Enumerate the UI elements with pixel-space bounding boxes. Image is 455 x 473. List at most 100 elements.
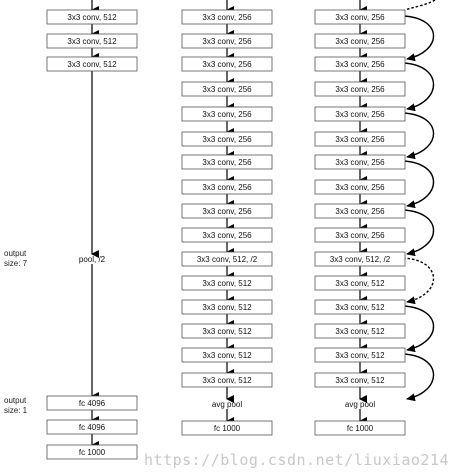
layer-label-3x3-conv-256: 3x3 conv, 256 bbox=[202, 231, 252, 240]
layer-box-fc-1000 bbox=[181, 420, 273, 436]
layer-label-3x3-conv-256: 3x3 conv, 256 bbox=[202, 60, 252, 69]
layer-label-3x3-conv-512: 3x3 conv, 512 bbox=[335, 351, 385, 360]
shortcut-arrow-incoming bbox=[402, 0, 436, 12]
layer-label-3x3-conv-256: 3x3 conv, 256 bbox=[335, 85, 385, 94]
layer-label-3x3-conv-512: 3x3 conv, 512 bbox=[67, 60, 117, 69]
shortcut-arrow-dashed bbox=[402, 257, 435, 305]
shortcut-arrow bbox=[402, 305, 435, 353]
layer-label-3x3-conv-256: 3x3 conv, 256 bbox=[335, 135, 385, 144]
output-size-1-label: output size: 1 bbox=[4, 396, 27, 416]
layer-label-3x3-conv-256: 3x3 conv, 256 bbox=[202, 183, 252, 192]
layer-box-3x3-conv-512 bbox=[46, 33, 138, 49]
shortcut-arrow bbox=[402, 353, 435, 402]
layer-label-3x3-conv-256: 3x3 conv, 256 bbox=[335, 207, 385, 216]
layer-label-3x3-conv-512: 3x3 conv, 512 bbox=[202, 376, 252, 385]
layer-box-3x3-conv-512 bbox=[314, 299, 406, 315]
layer-label-3x3-conv-512-2: 3x3 conv, 512, /2 bbox=[197, 255, 258, 264]
layer-label-3x3-conv-512: 3x3 conv, 512 bbox=[202, 327, 252, 336]
output-size-label-line2: size: 7 bbox=[4, 259, 28, 268]
layer-label-3x3-conv-256: 3x3 conv, 256 bbox=[335, 231, 385, 240]
layer-box-3x3-conv-512 bbox=[314, 323, 406, 339]
layer-box-3x3-conv-512 bbox=[181, 372, 273, 388]
layer-label-3x3-conv-256: 3x3 conv, 256 bbox=[335, 158, 385, 167]
layer-box-3x3-conv-512 bbox=[181, 347, 273, 363]
layer-box-3x3-conv-256 bbox=[314, 227, 406, 243]
layer-label-3x3-conv-512: 3x3 conv, 512 bbox=[335, 279, 385, 288]
layer-label-3x3-conv-256: 3x3 conv, 256 bbox=[335, 13, 385, 22]
layer-nodes: 3x3 conv, 512 3x3 conv, 512 3x3 conv, 512 p… bbox=[46, 9, 406, 460]
layer-box-3x3-conv-512-2 bbox=[314, 251, 406, 267]
layer-box-3x3-conv-256 bbox=[181, 203, 273, 219]
shortcut-arrow bbox=[402, 112, 435, 160]
layer-label-avg-pool: avg pool bbox=[345, 400, 375, 409]
layer-label-fc-1000: fc 1000 bbox=[214, 424, 241, 433]
layer-box-3x3-conv-256 bbox=[314, 131, 406, 147]
shortcut-arrow bbox=[402, 62, 435, 112]
layer-box-fc-4096 bbox=[46, 419, 138, 435]
layer-label-fc-4096: fc 4096 bbox=[79, 399, 106, 408]
layer-label-3x3-conv-256: 3x3 conv, 256 bbox=[202, 85, 252, 94]
layer-box-3x3-conv-512 bbox=[181, 275, 273, 291]
layer-box-3x3-conv-512 bbox=[46, 56, 138, 72]
layer-label-3x3-conv-256: 3x3 conv, 256 bbox=[202, 37, 252, 46]
layer-label-3x3-conv-256: 3x3 conv, 256 bbox=[202, 13, 252, 22]
layer-box-3x3-conv-256 bbox=[314, 33, 406, 49]
layer-box-3x3-conv-256 bbox=[181, 179, 273, 195]
layer-box-3x3-conv-512 bbox=[314, 347, 406, 363]
layer-label-3x3-conv-512: 3x3 conv, 512 bbox=[202, 279, 252, 288]
layer-box-3x3-conv-256 bbox=[181, 106, 273, 122]
layer-box-3x3-conv-512 bbox=[314, 372, 406, 388]
layer-label-3x3-conv-256: 3x3 conv, 256 bbox=[202, 207, 252, 216]
layer-box-3x3-conv-256 bbox=[181, 131, 273, 147]
layer-box-3x3-conv-256 bbox=[181, 154, 273, 170]
layer-box-fc-1000 bbox=[46, 444, 138, 460]
layer-box-3x3-conv-256 bbox=[314, 81, 406, 97]
layer-box-3x3-conv-256 bbox=[181, 56, 273, 72]
layer-box-3x3-conv-256 bbox=[314, 203, 406, 219]
output-size-label-line2: size: 1 bbox=[4, 406, 28, 415]
layer-label-3x3-conv-256: 3x3 conv, 256 bbox=[335, 183, 385, 192]
layer-box-3x3-conv-512-2 bbox=[181, 251, 273, 267]
layer-label-3x3-conv-256: 3x3 conv, 256 bbox=[202, 135, 252, 144]
layer-box-3x3-conv-512 bbox=[314, 275, 406, 291]
layer-label-3x3-conv-512: 3x3 conv, 512 bbox=[335, 376, 385, 385]
output-size-label-line1: output bbox=[4, 249, 27, 258]
layer-box-3x3-conv-512 bbox=[46, 9, 138, 25]
layer-box-3x3-conv-256 bbox=[314, 56, 406, 72]
layer-box-3x3-conv-512 bbox=[181, 323, 273, 339]
layer-label-pool-2: pool, /2 bbox=[79, 255, 106, 264]
shortcut-arrow bbox=[402, 209, 435, 257]
connection-arrows bbox=[91, 0, 367, 449]
layer-box-3x3-conv-256 bbox=[314, 9, 406, 25]
watermark-text: https://blog.csdn.net/liuxiao214 bbox=[144, 451, 449, 469]
shortcut-arrow bbox=[402, 15, 435, 62]
layer-box-3x3-conv-256 bbox=[314, 179, 406, 195]
layer-label-3x3-conv-512: 3x3 conv, 512 bbox=[202, 303, 252, 312]
layer-box-3x3-conv-256 bbox=[314, 154, 406, 170]
layer-box-3x3-conv-512 bbox=[181, 299, 273, 315]
layer-label-3x3-conv-512: 3x3 conv, 512 bbox=[335, 327, 385, 336]
output-size-7-label: output size: 7 bbox=[4, 249, 27, 269]
layer-box-3x3-conv-256 bbox=[181, 81, 273, 97]
layer-label-3x3-conv-256: 3x3 conv, 256 bbox=[335, 110, 385, 119]
layer-label-3x3-conv-512: 3x3 conv, 512 bbox=[67, 37, 117, 46]
layer-label-fc-1000: fc 1000 bbox=[347, 424, 374, 433]
layer-label-3x3-conv-512-2: 3x3 conv, 512, /2 bbox=[330, 255, 391, 264]
layer-label-fc-1000: fc 1000 bbox=[79, 448, 106, 457]
layer-label-3x3-conv-512: 3x3 conv, 512 bbox=[67, 13, 117, 22]
layer-label-fc-4096: fc 4096 bbox=[79, 423, 106, 432]
layer-box-3x3-conv-256 bbox=[314, 106, 406, 122]
layer-box-fc-1000 bbox=[314, 420, 406, 436]
shortcut-arrow bbox=[402, 160, 435, 209]
layer-box-3x3-conv-256 bbox=[181, 9, 273, 25]
layer-label-3x3-conv-512: 3x3 conv, 512 bbox=[335, 303, 385, 312]
shortcut-connections bbox=[402, 0, 436, 402]
layer-label-3x3-conv-256: 3x3 conv, 256 bbox=[335, 37, 385, 46]
layer-box-fc-4096 bbox=[46, 395, 138, 411]
layer-box-3x3-conv-256 bbox=[181, 227, 273, 243]
layer-label-3x3-conv-256: 3x3 conv, 256 bbox=[202, 158, 252, 167]
layer-box-3x3-conv-256 bbox=[181, 33, 273, 49]
layer-label-avg-pool: avg pool bbox=[212, 400, 242, 409]
layer-label-3x3-conv-512: 3x3 conv, 512 bbox=[202, 351, 252, 360]
